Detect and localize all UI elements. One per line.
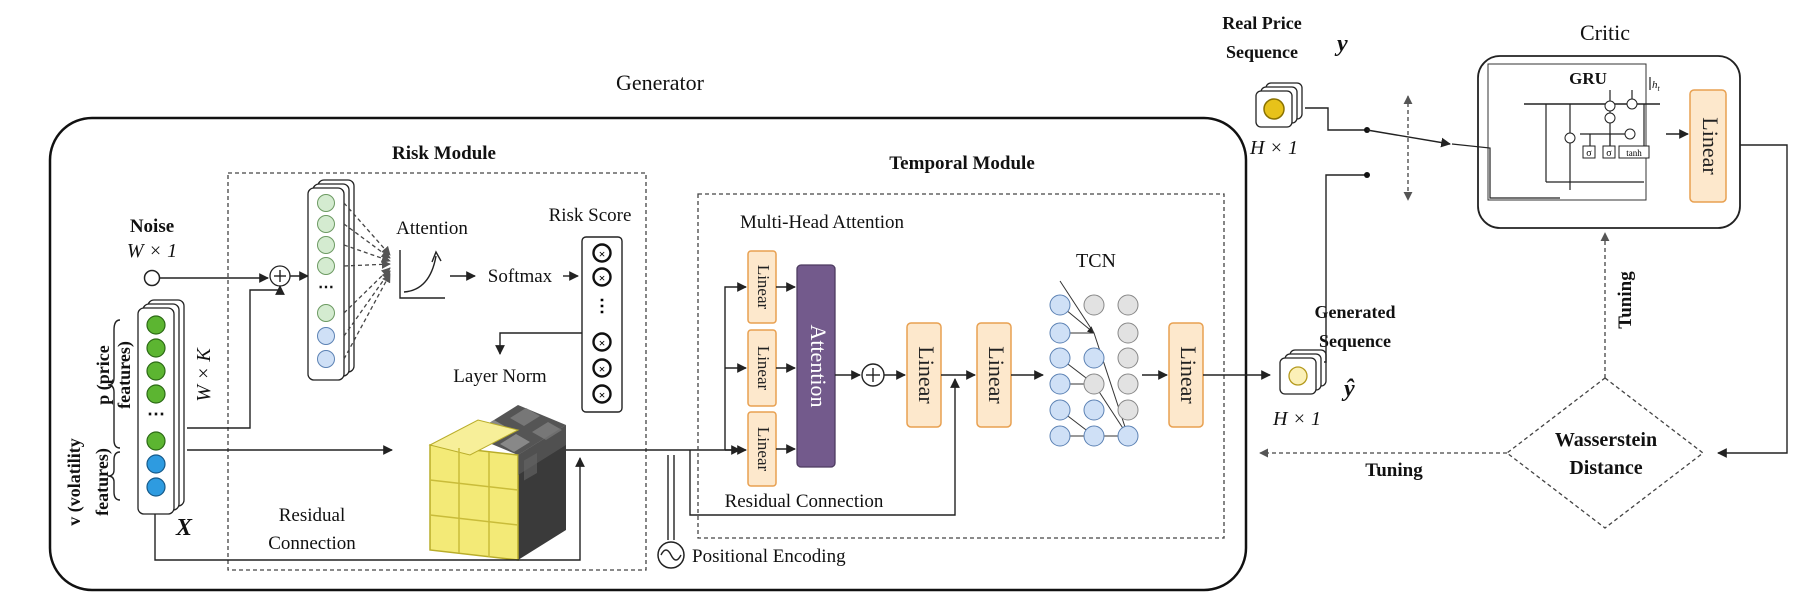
real-dim: H × 1 (1249, 137, 1298, 159)
positional-encoding-label: Positional Encoding (692, 546, 846, 567)
vol-feature-label-1: v (volatility (64, 438, 85, 526)
generated-label-1: Generated (1315, 302, 1396, 322)
generated-symbol: ŷ (1341, 376, 1355, 402)
attention-fan-in (343, 202, 391, 360)
svg-text:⋯: ⋯ (318, 279, 334, 296)
real-label-2: Sequence (1226, 42, 1298, 62)
svg-text:Linear: Linear (754, 427, 773, 472)
risk-module-title: Risk Module (392, 143, 496, 164)
generated-label-2: Sequence (1319, 331, 1391, 351)
noise-node (143, 269, 161, 287)
layer-norm-label: Layer Norm (453, 366, 547, 387)
svg-text:×: × (599, 336, 606, 350)
vol-feature-label-2: features) (92, 448, 113, 516)
generator-title: Generator (616, 70, 705, 95)
svg-text:Linear: Linear (914, 346, 939, 404)
vol-brace (107, 451, 121, 501)
real-sequence-icon (1255, 82, 1303, 128)
generated-dim: H × 1 (1272, 408, 1321, 430)
svg-text:×: × (599, 247, 606, 261)
generator-frame (48, 116, 1248, 592)
svg-text:Linear: Linear (1176, 346, 1201, 404)
svg-text:σ: σ (1606, 148, 1612, 159)
softmax-label: Softmax (488, 266, 553, 287)
gru-gates: σ σ tanh (1564, 98, 1650, 159)
temporal-linear-1: Linear (906, 322, 942, 428)
attention-label: Attention (396, 218, 468, 239)
critic-linear: Linear (1689, 89, 1727, 203)
risk-residual-label-2: Connection (268, 533, 356, 554)
svg-text:Linear: Linear (754, 265, 773, 310)
input-dim: W × K (193, 347, 215, 402)
svg-text:×: × (599, 362, 606, 376)
risk-score-label: Risk Score (549, 205, 632, 226)
svg-text:Attention: Attention (806, 324, 831, 407)
mha-linear-2: Linear (747, 329, 777, 407)
risk-score-vector: × × ⋯ × × × (581, 236, 623, 413)
svg-text:⋯: ⋯ (592, 297, 612, 315)
temporal-linear-3: Linear (1168, 322, 1204, 428)
tuning-label-vertical: Tuning (1615, 271, 1636, 329)
critic-title: Critic (1580, 20, 1630, 45)
tcn-network (1049, 280, 1139, 447)
input-symbol: X (175, 515, 193, 541)
price-feature-label-2: features) (114, 341, 135, 409)
mha-linear-1: Linear (747, 250, 777, 324)
svg-text:Linear: Linear (984, 346, 1009, 404)
svg-text:tanh: tanh (1626, 148, 1642, 158)
critic-frame (1477, 55, 1741, 229)
attention-block: Attention (796, 264, 836, 468)
mha-label: Multi-Head Attention (740, 212, 905, 233)
wasserstein-label-2: Distance (1569, 457, 1642, 479)
risk-residual-label-1: Residual (279, 505, 346, 526)
svg-text:×: × (599, 271, 606, 285)
wasserstein-diamond (1505, 377, 1705, 529)
mha-linear-3: Linear (747, 411, 777, 487)
attention-curve-icon (399, 250, 445, 299)
hidden-feature-stack: ⋯ (307, 179, 355, 381)
real-symbol: y (1334, 31, 1348, 57)
svg-text:Linear: Linear (754, 346, 773, 391)
real-label-1: Real Price (1222, 13, 1301, 33)
svg-text:σ: σ (1586, 148, 1592, 159)
tcn-label: TCN (1076, 250, 1116, 272)
svg-text:×: × (599, 388, 606, 402)
noise-dim: W × 1 (127, 240, 177, 262)
price-feature-label-1: p (price (93, 345, 114, 404)
temporal-module-frame (697, 193, 1225, 539)
input-feature-stack: ⋯ (137, 299, 185, 515)
gru-label: GRU (1569, 69, 1607, 88)
gru-frame (1487, 63, 1647, 201)
gru-hidden-label: ht (1652, 79, 1661, 93)
svg-text:⋯: ⋯ (147, 404, 165, 424)
temporal-residual-label: Residual Connection (725, 491, 884, 512)
tuning-label-horizontal: Tuning (1365, 460, 1423, 481)
price-brace (107, 319, 121, 449)
temporal-linear-2: Linear (976, 322, 1012, 428)
risk-cube (428, 405, 566, 561)
generated-sequence-icon (1279, 349, 1327, 395)
risk-module-frame (227, 172, 647, 571)
svg-text:Linear: Linear (1698, 117, 1723, 175)
noise-label: Noise (130, 216, 174, 237)
wasserstein-label-1: Wasserstein (1555, 429, 1657, 451)
temporal-module-title: Temporal Module (889, 153, 1035, 174)
